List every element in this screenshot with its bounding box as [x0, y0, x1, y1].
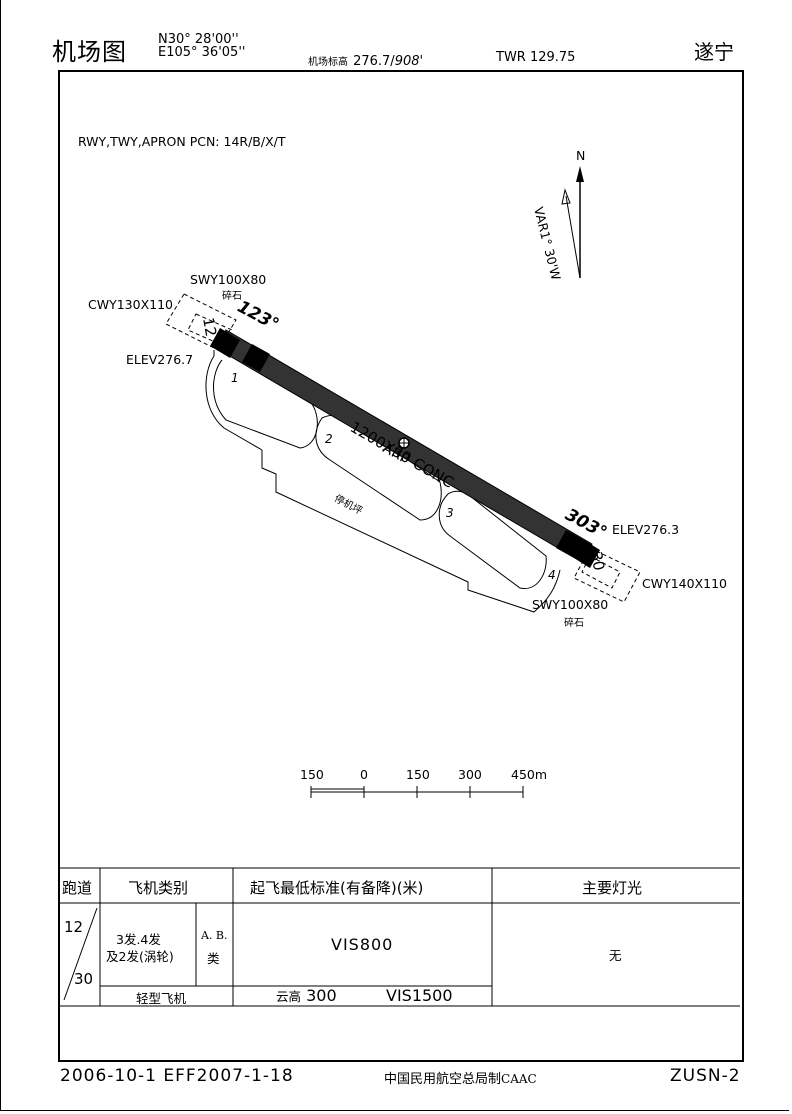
elevation-meters: 276.7/: [353, 54, 395, 69]
stopway-nw: SWY100X80: [190, 272, 267, 287]
tower-frequency: TWR 129.75: [496, 50, 576, 65]
engine-type-1: 3发.4发: [116, 932, 161, 947]
page-title: 机场图: [52, 38, 127, 66]
latitude: N30° 28'00'': [158, 32, 239, 47]
scale-label-5: 450m: [511, 767, 548, 782]
pcn-text: RWY,TWY,APRON PCN: 14R/B/X/T: [78, 134, 286, 149]
category-ab: A. B.: [201, 929, 228, 942]
chart-frame: [58, 70, 744, 1062]
header-runway: 跑道: [62, 879, 93, 897]
taxiway-3: 3: [446, 506, 454, 520]
lighting-value: 无: [609, 948, 622, 963]
scale-label-3: 150: [406, 767, 430, 782]
taxiway-4: 4: [548, 568, 556, 582]
elevation-label: 机场标高: [308, 57, 348, 68]
header-lighting: 主要灯光: [582, 879, 643, 897]
ceiling-value: 300: [306, 986, 337, 1005]
runway-designator-30: 30: [74, 970, 94, 988]
field-elevation: 机场标高 276.7/908': [308, 50, 423, 69]
header-aircraft-category: 飞机类别: [128, 879, 189, 897]
runway-designator-12: 12: [64, 918, 84, 936]
category-suffix: 类: [207, 951, 220, 966]
engine-type-2: 及2发(涡轮): [106, 949, 174, 964]
effective-dates: 2006-10-1 EFF2007-1-18: [60, 1066, 294, 1086]
caac-label: CAAC: [501, 1072, 537, 1086]
light-aircraft: 轻型飞机: [136, 991, 187, 1006]
longitude: E105° 36'05'': [158, 45, 246, 60]
stopway-se: SWY100X80: [532, 597, 609, 612]
taxiway-2: 2: [325, 432, 333, 446]
issuing-authority: 中国民用航空总局制CAAC: [384, 1068, 537, 1087]
scale-label-4: 300: [458, 767, 482, 782]
stopway-se-surface: 碎石: [564, 618, 584, 629]
light-aircraft-visibility: VIS1500: [386, 986, 453, 1005]
scale-label-2: 0: [360, 767, 368, 782]
elevation-se: ELEV276.3: [612, 522, 680, 537]
taxiway-1: 1: [231, 371, 239, 385]
visibility-minima: VIS800: [331, 935, 394, 954]
chart-id: ZUSN-2: [670, 1066, 741, 1086]
clearway-se: CWY140X110: [642, 576, 728, 591]
elevation-nw: ELEV276.7: [126, 352, 194, 367]
authority-name: 中国民用航空总局制: [384, 1072, 502, 1087]
elevation-feet: 908': [394, 54, 424, 69]
ceiling-label: 云高: [276, 989, 302, 1004]
stopway-nw-surface: 碎石: [222, 291, 242, 302]
north-label: N: [576, 148, 586, 163]
clearway-nw: CWY130X110: [88, 297, 174, 312]
scale-label-1: 150: [300, 767, 324, 782]
ceiling-minima: 云高 300: [276, 986, 337, 1005]
header-takeoff-minima: 起飞最低标准(有备降)(米): [250, 879, 424, 897]
airport-city: 遂宁: [694, 40, 734, 64]
